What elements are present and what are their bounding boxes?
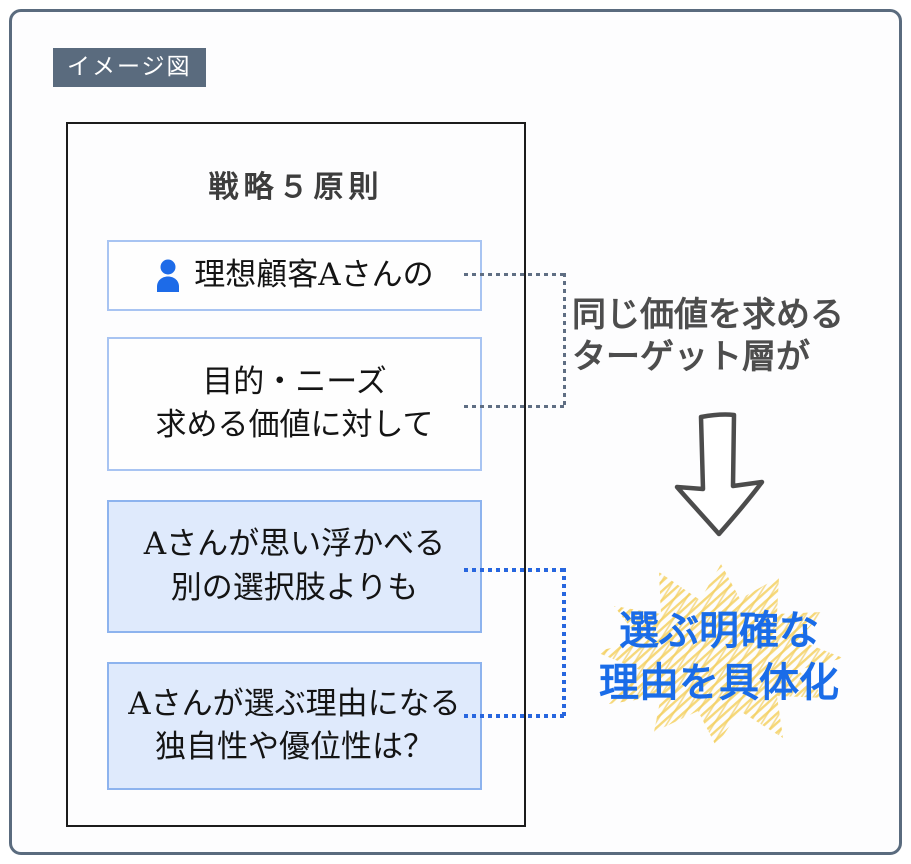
- burst-highlight-icon: [590, 560, 848, 750]
- highlight-note-line1: 選ぶ明確な: [619, 608, 819, 654]
- box-text: 理想顧客Aさんの: [194, 256, 434, 293]
- person-icon: [155, 259, 181, 293]
- box-text-line1: Aさんが選ぶ理由になる: [128, 685, 461, 722]
- connector-gray-top: [464, 273, 565, 276]
- principle-box-uniqueness: Aさんが選ぶ理由になる 独自性や優位性は？: [107, 662, 482, 790]
- box-text-line2: 求める価値に対して: [155, 407, 434, 443]
- down-arrow-icon: [670, 410, 768, 540]
- diagram-container: イメージ図 戦略５原則 理想顧客Aさんの 目的・ニーズ 求める価値に対して Aさ…: [9, 9, 902, 855]
- box-text-line1: 目的・ニーズ: [202, 363, 387, 400]
- box-text-line2: 別の選択肢よりも: [170, 569, 419, 606]
- principles-title: 戦略５原則: [208, 170, 384, 205]
- target-audience-note: 同じ価値を求める ターゲット層が: [572, 294, 844, 378]
- target-note-line1: 同じ価値を求める: [572, 295, 844, 335]
- diagram-type-badge: イメージ図: [53, 48, 206, 87]
- connector-blue-top: [464, 568, 565, 572]
- box-text-line2: 独自性や優位性は？: [155, 729, 434, 765]
- connector-gray-vertical: [563, 273, 566, 408]
- connector-gray-bottom: [464, 405, 565, 408]
- box-text-line1: Aさんが思い浮かべる: [143, 526, 446, 563]
- principle-box-ideal-customer: 理想顧客Aさんの: [107, 240, 482, 311]
- principle-box-alternatives: Aさんが思い浮かべる 別の選択肢よりも: [107, 500, 482, 633]
- connector-blue-vertical: [562, 568, 566, 718]
- clear-reason-note: 選ぶ明確な 理由を具体化: [580, 605, 858, 709]
- principle-box-needs: 目的・ニーズ 求める価値に対して: [107, 337, 482, 471]
- connector-blue-bottom: [464, 714, 565, 718]
- target-note-line2: ターゲット層が: [572, 337, 810, 378]
- highlight-note-line2: 理由を具体化: [599, 660, 839, 706]
